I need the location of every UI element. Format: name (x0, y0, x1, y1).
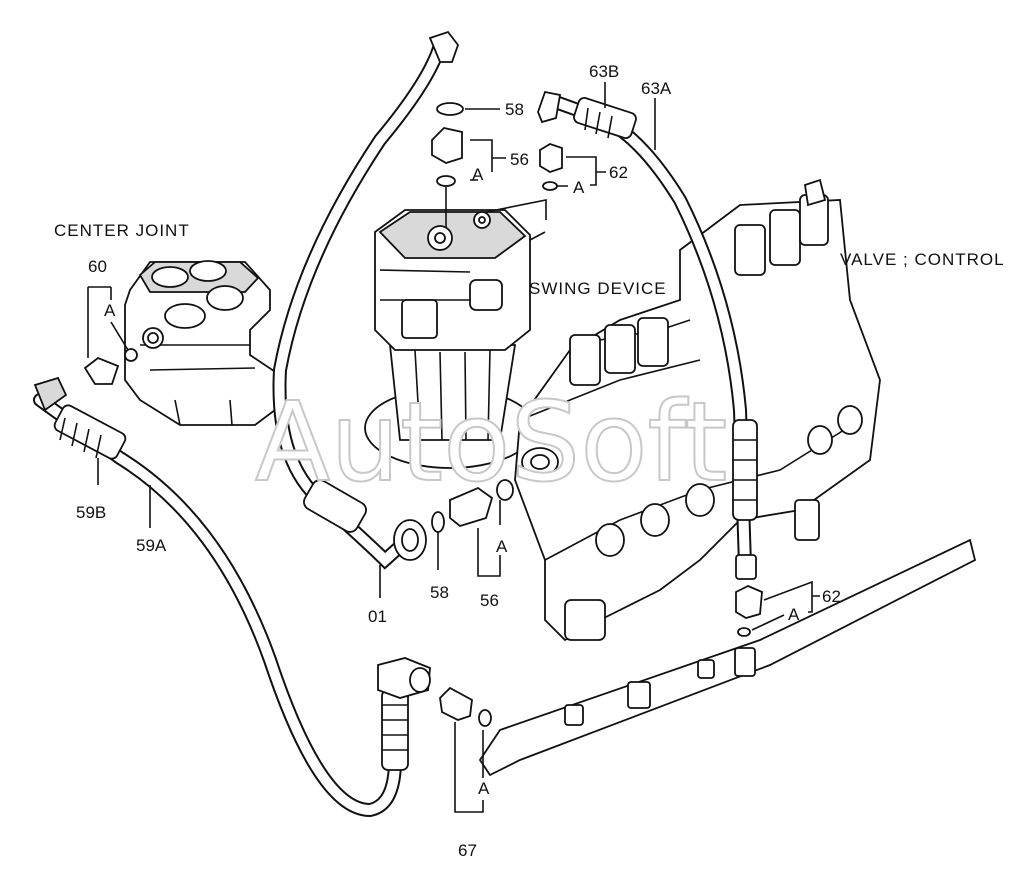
leader-67 (454, 722, 484, 813)
pipe-assembly (478, 538, 977, 777)
callout-58-top: 58 (505, 100, 524, 119)
callout-56-bottom: 56 (480, 591, 499, 610)
leader-62-top (485, 156, 606, 220)
callout-62-bottom-a: A (788, 605, 800, 624)
callout-62-bottom: 62 (822, 587, 841, 606)
fitting-60 (83, 348, 138, 385)
leader-62-bottom (751, 580, 820, 631)
fitting-62-bottom (735, 585, 763, 637)
fitting-67 (439, 686, 492, 727)
hose-01 (272, 30, 460, 570)
center-joint-assembly (124, 260, 281, 426)
hose-63 (537, 90, 758, 580)
callout-59A: 59A (136, 536, 167, 555)
swing-device-assembly (364, 209, 546, 469)
callout-67-a: A (478, 779, 490, 798)
valve-control-label: VALVE ; CONTROL (840, 250, 1005, 269)
watermark: AutoSoft (255, 378, 727, 506)
callout-56-top: 56 (510, 150, 529, 169)
callout-62-top-a: A (573, 178, 585, 197)
callout-67: 67 (458, 841, 477, 860)
fitting-62-top (539, 143, 563, 191)
center-joint-label: CENTER JOINT (54, 221, 190, 240)
callout-63B: 63B (589, 62, 619, 81)
callout-01: 01 (368, 607, 387, 626)
leader-56-bottom (477, 500, 501, 577)
callout-60: 60 (88, 257, 107, 276)
leader-60 (87, 286, 129, 358)
callout-58-bottom: 58 (430, 583, 449, 602)
callout-56-top-a: A (472, 165, 484, 184)
control-valve-assembly (514, 178, 881, 642)
callout-63A: 63A (641, 79, 672, 98)
fitting-56-bottom (431, 479, 514, 533)
swing-device-label: SWING DEVICE (529, 279, 667, 298)
hose-59 (33, 376, 431, 818)
fitting-56-top (431, 102, 464, 228)
leader-56-top (470, 139, 506, 181)
callout-60-a: A (104, 301, 116, 320)
callout-59B: 59B (76, 503, 106, 522)
callout-56-bottom-a: A (496, 537, 508, 556)
callout-62-top: 62 (609, 163, 628, 182)
